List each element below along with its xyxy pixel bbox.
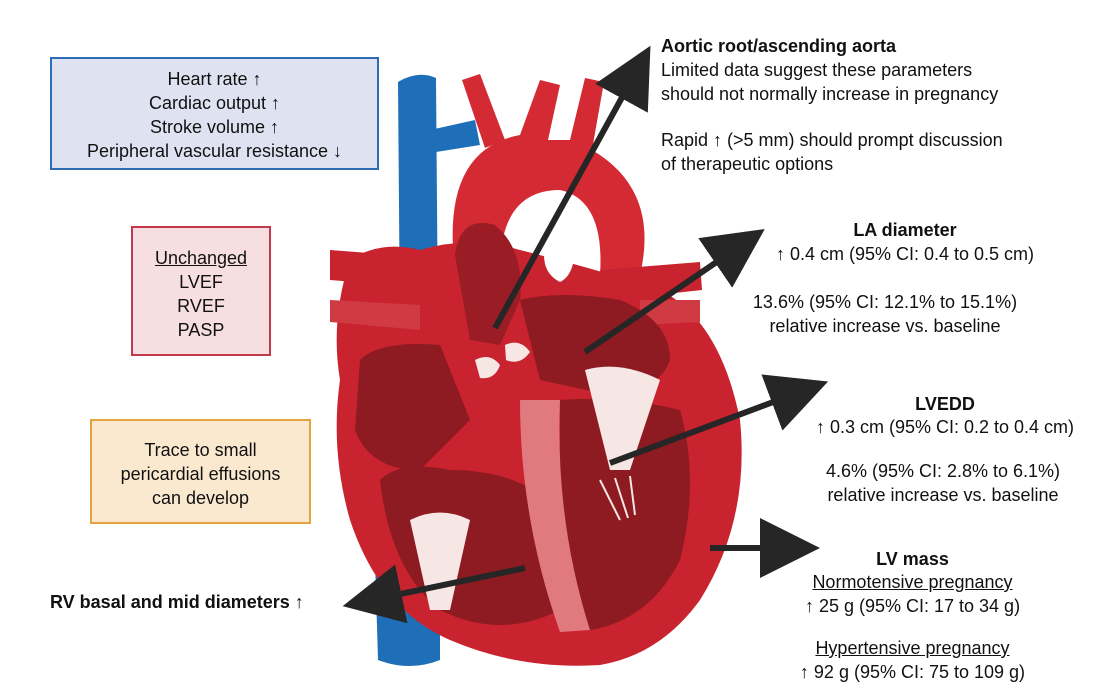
aortic-valve — [475, 356, 500, 379]
effusion-line-3: can develop — [151, 488, 250, 508]
la-diameter-percent: 13.6% (95% CI: 12.1% to 15.1%) — [752, 292, 1018, 312]
lvef-label: LVEF — [179, 272, 223, 292]
pulmonary-vein-lower — [330, 300, 420, 330]
hypertensive-heading: Hypertensive pregnancy — [815, 638, 1010, 658]
interventricular-septum — [520, 400, 590, 632]
cardiac-output-label: Cardiac output ↑ — [148, 93, 281, 113]
left-ventricle — [560, 398, 690, 630]
aortic-root-line-3: Rapid ↑ (>5 mm) should prompt discussion — [661, 130, 1003, 150]
stroke-volume-label: Stroke volume ↑ — [149, 117, 280, 137]
pasp-label: PASP — [177, 320, 225, 340]
rvef-label: RVEF — [177, 296, 225, 316]
lv-mass-title: LV mass — [876, 549, 949, 569]
peripheral-resistance-label: Peripheral vascular resistance ↓ — [86, 141, 343, 161]
unchanged-box: Unchanged LVEF RVEF PASP — [131, 226, 271, 356]
la-diameter-title: LA diameter — [853, 220, 957, 240]
hemodynamics-box: Heart rate ↑ Cardiac output ↑ Stroke vol… — [50, 57, 379, 170]
effusion-line-2: pericardial effusions — [120, 464, 281, 484]
aortic-arch-opening — [544, 237, 575, 282]
lvedd-value: ↑ 0.3 cm (95% CI: 0.2 to 0.4 cm) — [815, 417, 1075, 437]
mitral-valve — [585, 366, 660, 470]
aortic-arch — [452, 78, 645, 275]
arrow-aortic-root — [492, 45, 651, 330]
lvedd-relative: relative increase vs. baseline — [827, 485, 1059, 505]
brachiocephalic-artery — [462, 74, 505, 148]
pulmonary-vein-branch — [430, 120, 480, 152]
la-diameter-relative: relative increase vs. baseline — [769, 316, 1001, 336]
heart-rate-label: Heart rate ↑ — [167, 69, 262, 89]
pericardial-effusion-box: Trace to small pericardial effusions can… — [90, 419, 311, 524]
normotensive-value: ↑ 25 g (95% CI: 17 to 34 g) — [804, 596, 1021, 616]
unchanged-heading: Unchanged — [154, 248, 248, 268]
arrow-rv-diameters — [342, 564, 526, 624]
lvedd-percent: 4.6% (95% CI: 2.8% to 6.1%) — [825, 461, 1061, 481]
aortic-root-title: Aortic root/ascending aorta — [661, 36, 897, 56]
lvedd-title: LVEDD — [915, 394, 975, 414]
arrow-lvedd — [608, 374, 829, 466]
aortic-valve-cusp — [505, 342, 530, 362]
arrow-la-diameter — [583, 229, 765, 355]
chordae-left — [599, 475, 636, 521]
pulmonary-artery-left — [330, 250, 460, 290]
hypertensive-value: ↑ 92 g (95% CI: 75 to 109 g) — [799, 662, 1026, 682]
rv-diameters-label: RV basal and mid diameters ↑ — [50, 592, 304, 612]
aortic-root-line-2: should not normally increase in pregnanc… — [661, 84, 999, 104]
aortic-root-line-1: Limited data suggest these parameters — [661, 60, 973, 80]
aortic-root-line-4: of therapeutic options — [661, 154, 834, 174]
effusion-line-1: Trace to small — [144, 440, 257, 460]
la-diameter-value: ↑ 0.4 cm (95% CI: 0.4 to 0.5 cm) — [775, 244, 1035, 264]
normotensive-heading: Normotensive pregnancy — [812, 572, 1013, 592]
right-atrium — [355, 344, 470, 470]
